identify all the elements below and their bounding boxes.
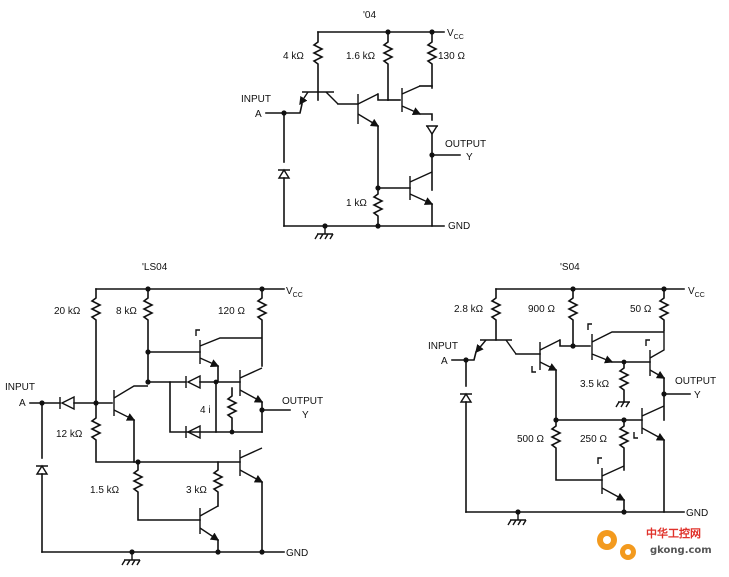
circuit-04-r-1k: 1 kΩ — [346, 198, 367, 209]
watermark-url: gkong.com — [650, 545, 712, 556]
circuit-04-title: '04 — [363, 10, 376, 21]
circuit-s04-title: 'S04 — [560, 262, 580, 273]
circuit-ls04-input-pin: A — [19, 398, 26, 409]
circuit-s04-r-2-8k: 2.8 kΩ — [454, 304, 484, 315]
circuit-s04-r-50: 50 Ω — [630, 304, 652, 315]
circuit-ls04-r-1-5k: 1.5 kΩ — [90, 485, 120, 496]
circuit-s04-r-250: 250 Ω — [580, 434, 607, 445]
circuit-04-r-1-6k: 1.6 kΩ — [346, 51, 376, 62]
circuit-ls04-r-8k: 8 kΩ — [116, 306, 137, 317]
circuit-04-output-label: OUTPUT — [445, 139, 486, 150]
circuit-04-gnd-label: GND — [448, 221, 470, 232]
circuit-ls04-r-4: 4 i — [200, 405, 211, 416]
circuit-s04-input-label: INPUT — [428, 341, 458, 352]
circuit-04-vcc-label: VCC — [447, 28, 464, 41]
circuit-ls04-gnd-label: GND — [286, 548, 308, 559]
circuit-s04-output-label: OUTPUT — [675, 376, 716, 387]
circuit-04-r-4k: 4 kΩ — [283, 51, 304, 62]
circuit-04-r-130: 130 Ω — [438, 51, 465, 62]
watermark-cn-text: 中华工控网 — [646, 526, 701, 540]
circuit-s04-output-pin: Y — [694, 390, 701, 401]
gkong-watermark: 中华工控网 gkong.com — [597, 526, 712, 560]
circuit-ls04-output-label: OUTPUT — [282, 396, 323, 407]
circuit-s04-r-3-5k: 3.5 kΩ — [580, 379, 610, 390]
circuit-04-input-label: INPUT — [241, 94, 271, 105]
circuit-ls04-r-20k: 20 kΩ — [54, 306, 81, 317]
circuit-s04-r-500: 500 Ω — [517, 434, 544, 445]
circuit-ls04-r-3k: 3 kΩ — [186, 485, 207, 496]
circuit-ls04-vcc-label: VCC — [286, 286, 303, 299]
circuit-s04-input-pin: A — [441, 356, 448, 367]
circuit-s04-r-900: 900 Ω — [528, 304, 555, 315]
circuit-ls04: 'LS04 VCC 20 kΩ 8 kΩ 120 Ω OUTPUT Y — [5, 262, 323, 566]
circuit-s04-vcc-label: VCC — [688, 286, 705, 299]
circuit-04: '04 VCC 4 kΩ 1.6 kΩ 130 Ω INPUT A — [241, 10, 486, 240]
circuit-s04: 'S04 VCC 2.8 kΩ 900 Ω 50 Ω INPUT A — [428, 262, 716, 526]
circuit-ls04-r-12k: 12 kΩ — [56, 429, 83, 440]
circuit-ls04-r-120: 120 Ω — [218, 306, 245, 317]
circuit-04-input-pin: A — [255, 109, 262, 120]
circuit-s04-gnd-label: GND — [686, 508, 708, 519]
circuit-ls04-title: 'LS04 — [142, 262, 168, 273]
circuit-ls04-input-label: INPUT — [5, 382, 35, 393]
circuit-ls04-output-pin: Y — [302, 410, 309, 421]
gear-icon — [597, 530, 636, 560]
circuit-04-output-pin: Y — [466, 152, 473, 163]
